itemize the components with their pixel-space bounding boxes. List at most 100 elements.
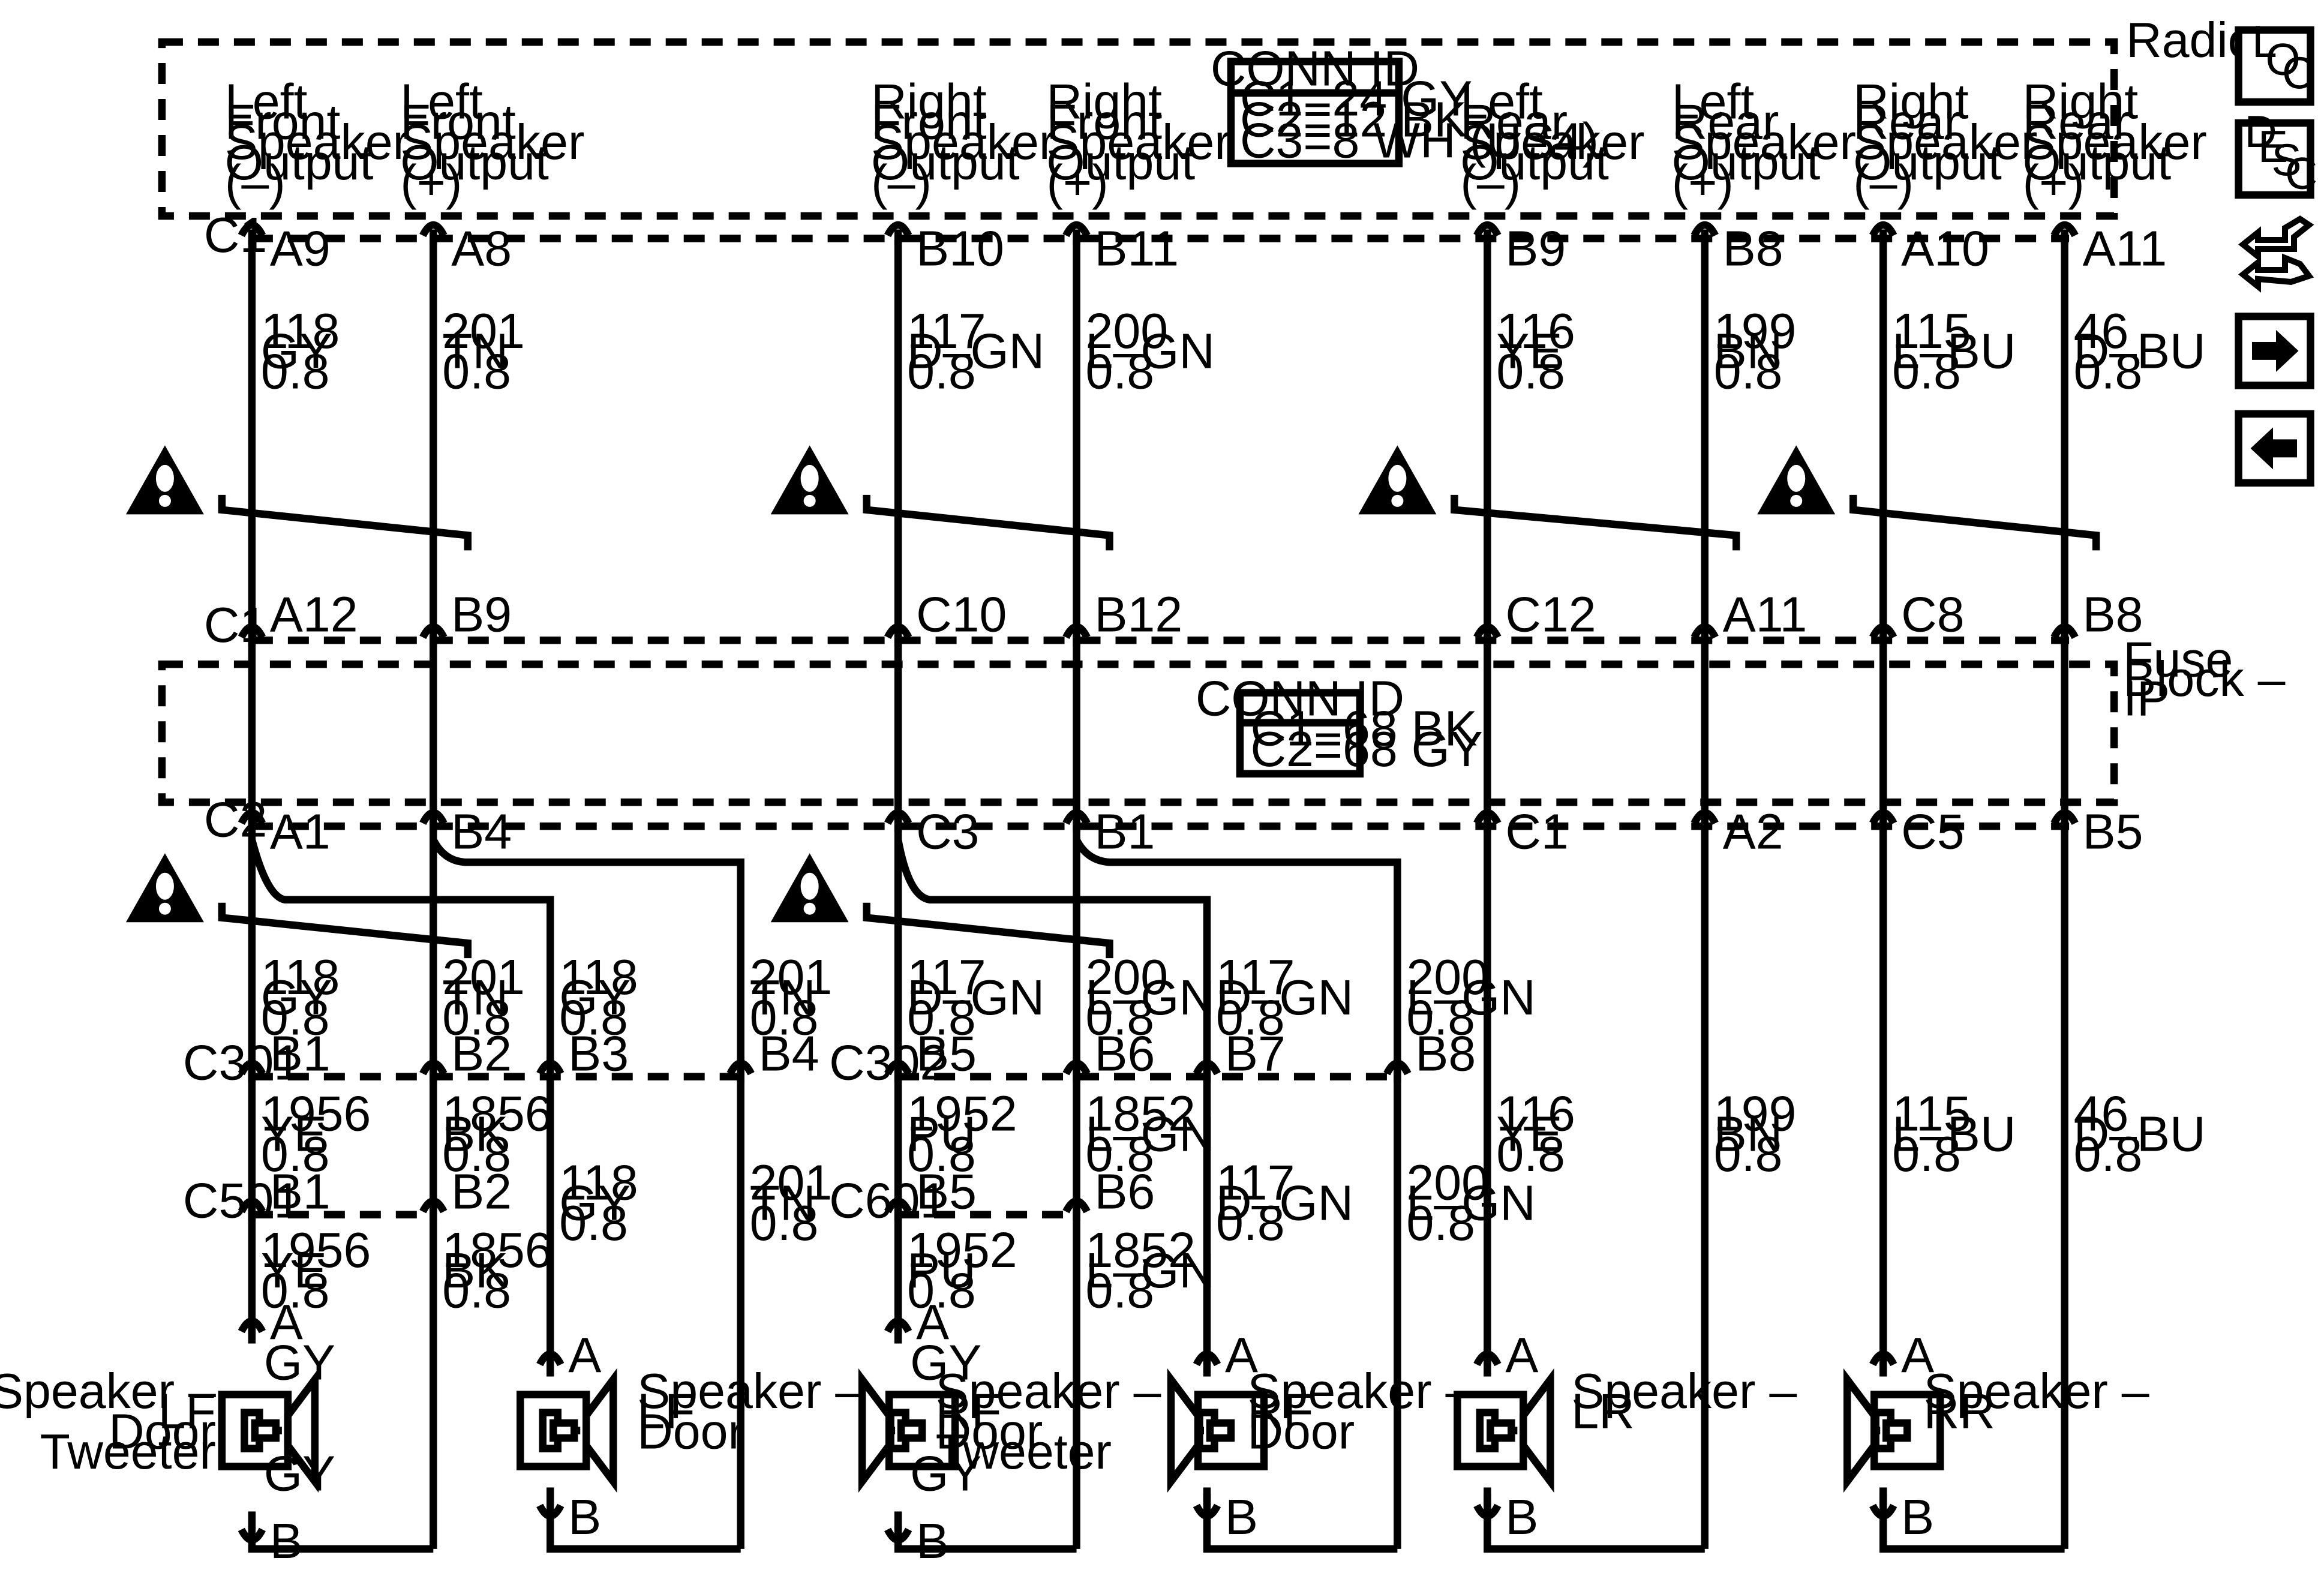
c601-label: C601	[829, 1173, 947, 1229]
connector-pin	[238, 1059, 266, 1083]
nav-panel: L O C D E S C	[2235, 16, 2318, 487]
fuse-title-1: Fuse	[2123, 632, 2233, 687]
fuse-bottom-pin-label: C3	[916, 804, 979, 860]
fuse-bottom-pin-label: B4	[451, 804, 512, 860]
fuse-conn-id-1: C1=68 BK	[1250, 701, 1477, 756]
speaker-name: Speaker –	[1571, 1364, 1797, 1419]
speaker-name: Door	[637, 1404, 744, 1459]
radio-pin-label: B8	[1723, 221, 1783, 276]
caution-icon	[125, 853, 204, 923]
speaker-pin-b: B	[270, 1514, 303, 1569]
speaker-name: Door	[109, 1404, 216, 1459]
wire-label: D–GN	[907, 324, 1044, 379]
connector-pin	[884, 221, 912, 245]
speaker-pin-b: B	[1901, 1490, 1934, 1545]
radio-output-label: Output	[1460, 135, 1609, 190]
radio-output-label: (–)	[225, 155, 286, 211]
radio-output-label: Output	[1047, 135, 1196, 190]
connector-pin	[238, 221, 266, 245]
inline-connectors: C301 C302 C501 C601	[183, 1035, 1398, 1229]
wire-label: 118	[261, 304, 340, 359]
wire-label: 1952	[907, 1086, 1017, 1142]
radio-output-label: (–)	[1460, 155, 1521, 211]
wire-label: L–GN	[1086, 1243, 1215, 1298]
speaker-pin-a: A	[916, 1295, 949, 1350]
wire-label: BK	[442, 1106, 508, 1161]
speaker-name: Tweeter	[936, 1424, 1112, 1479]
connector-pin	[1691, 221, 1719, 245]
speaker-pin-a: A	[568, 1328, 601, 1383]
twist-marker-rf	[863, 494, 1113, 551]
wire-label: TN	[442, 324, 508, 379]
wire-label: L–GN	[1406, 970, 1535, 1025]
radio-output-label: Left	[400, 74, 483, 130]
fuse-top-pin-label: A11	[1723, 587, 1807, 642]
wire-label: 201	[442, 950, 525, 1005]
twist-marker-lf-low	[218, 902, 472, 959]
wire-label: 201	[442, 304, 525, 359]
wire-label: 0.8	[1892, 344, 1961, 399]
connector-pin	[1062, 809, 1091, 833]
wire-label: TN	[750, 1175, 816, 1230]
wire-label: 46	[2074, 304, 2129, 359]
radio-output-label: Right	[1853, 74, 1969, 130]
wire-label: 0.8	[750, 1196, 819, 1251]
wire-label: 117	[907, 304, 986, 359]
wire-label: 0.8	[1406, 1196, 1475, 1251]
wire-label: 0.8	[442, 990, 511, 1046]
desc-letter-c: C	[2285, 148, 2317, 199]
wire-label: BN	[1714, 324, 1783, 379]
c301-pin-label: B2	[451, 1026, 512, 1082]
desc-button[interactable]: D E S C	[2235, 106, 2318, 199]
wire-label: YE	[1496, 324, 1562, 379]
radio-output-label: Left	[1460, 74, 1543, 130]
caution-icon	[125, 445, 204, 515]
radio-output-label: Speaker	[1672, 115, 1856, 170]
wire-label: 1952	[907, 1223, 1017, 1278]
radio-output-label: Left	[1672, 74, 1755, 130]
speaker-color-a: GY	[910, 1335, 981, 1390]
fuse-bottom-pin-label: B5	[2083, 804, 2143, 860]
radio-output-label: Speaker	[1047, 115, 1231, 170]
connector-pin	[1691, 809, 1719, 833]
connector-pin	[1473, 221, 1502, 245]
connector-pin	[419, 221, 448, 245]
radio-output-label: Output	[225, 135, 374, 190]
speaker-name: Door	[936, 1404, 1043, 1459]
wire-label: 199	[1714, 304, 1797, 359]
radio-output-label: Front	[400, 94, 516, 149]
caution-icon	[770, 853, 849, 923]
previous-page-button[interactable]	[2235, 410, 2314, 487]
radio-output-label: Output	[400, 135, 549, 190]
wire-label: 1856	[442, 1223, 552, 1278]
caution-icon	[1757, 445, 1836, 515]
wire-label: 0.8	[1216, 990, 1285, 1046]
wire-label: 0.8	[1086, 1127, 1155, 1182]
wire-label: GY	[261, 324, 332, 379]
wire-label: 46	[2074, 1086, 2129, 1142]
arrow-left-icon	[2250, 427, 2298, 470]
connector-pin	[1062, 221, 1091, 245]
fuse-conn-id-2: C2=68 GY	[1250, 722, 1482, 777]
radio-output-label: Rear	[1460, 94, 1568, 149]
wire-label: 0.8	[559, 990, 628, 1046]
radio-output-label: Right	[871, 74, 987, 130]
speaker-pin-a: A	[1901, 1328, 1934, 1383]
desc-letter-e: E	[2258, 121, 2288, 172]
twist-marker-lf	[218, 494, 472, 551]
radio-pin-label: B11	[1095, 221, 1179, 276]
speaker-name: Door	[1247, 1404, 1355, 1459]
next-page-button[interactable]	[2235, 313, 2314, 389]
schematic-link-icon[interactable]	[2238, 215, 2314, 293]
speaker-pin-a: A	[270, 1295, 303, 1350]
loc-button[interactable]: L O C	[2235, 16, 2315, 106]
wire-label: 118	[559, 1155, 638, 1211]
wire-label: 0.8	[1216, 1196, 1285, 1251]
speaker-name: LR	[1571, 1384, 1634, 1439]
loc-letter-o: O	[2266, 34, 2301, 85]
